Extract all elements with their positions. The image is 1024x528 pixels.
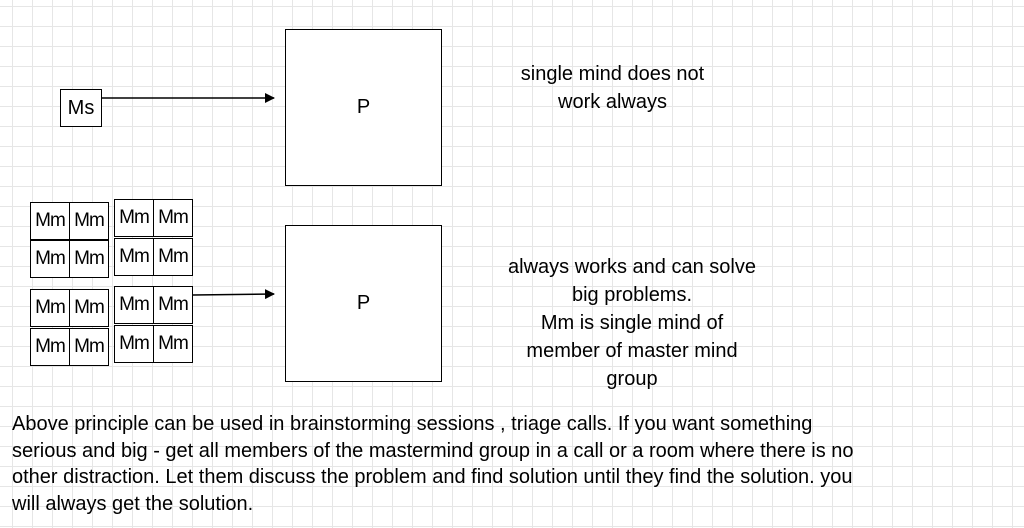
- mastermind-member-box[interactable]: Mm: [153, 199, 193, 237]
- mastermind-member-box[interactable]: Mm: [30, 240, 70, 278]
- mastermind-note: always works and can solve big problems.…: [462, 253, 802, 393]
- problem-bottom-label: P: [356, 292, 371, 314]
- mastermind-member-box[interactable]: Mm: [114, 238, 154, 276]
- single-mind-label: Ms: [67, 96, 95, 119]
- note-line: single mind does not: [520, 63, 705, 85]
- mastermind-member-box[interactable]: Mm: [153, 238, 193, 276]
- mastermind-member-label: Mm: [74, 297, 105, 318]
- mastermind-member-label: Mm: [35, 248, 66, 269]
- problem-top-label: P: [356, 96, 371, 118]
- mastermind-member-label: Mm: [119, 207, 150, 228]
- paragraph-line: serious and big - get all members of the…: [12, 439, 854, 462]
- single-mind-box[interactable]: Ms: [60, 89, 102, 127]
- note-line: big problems.: [571, 284, 693, 306]
- mastermind-member-box[interactable]: Mm: [114, 199, 154, 237]
- arrow-group-to-problem: [192, 289, 275, 300]
- mastermind-member-label: Mm: [74, 336, 105, 357]
- mastermind-member-label: Mm: [35, 297, 66, 318]
- paragraph-line: will always get the solution.: [12, 492, 254, 515]
- mastermind-member-box[interactable]: Mm: [69, 289, 109, 327]
- mastermind-member-label: Mm: [158, 333, 189, 354]
- mastermind-member-box[interactable]: Mm: [114, 286, 154, 324]
- mastermind-member-label: Mm: [35, 210, 66, 231]
- note-line: group: [606, 368, 658, 390]
- mastermind-member-label: Mm: [74, 248, 105, 269]
- note-line: work always: [558, 91, 667, 113]
- mastermind-member-box[interactable]: Mm: [30, 202, 70, 240]
- mastermind-member-label: Mm: [35, 336, 66, 357]
- mastermind-member-label: Mm: [158, 207, 189, 228]
- mastermind-member-box[interactable]: Mm: [114, 325, 154, 363]
- paragraph-line: Above principle can be used in brainstor…: [12, 413, 813, 435]
- mastermind-member-box[interactable]: Mm: [153, 286, 193, 324]
- mastermind-member-label: Mm: [119, 246, 150, 267]
- mastermind-member-box[interactable]: Mm: [153, 325, 193, 363]
- mastermind-member-label: Mm: [158, 246, 189, 267]
- mastermind-member-label: Mm: [74, 210, 105, 231]
- note-line: always works and can solve: [508, 256, 756, 278]
- mastermind-member-label: Mm: [119, 333, 150, 354]
- problem-box-top[interactable]: P: [285, 29, 442, 186]
- mastermind-member-box[interactable]: Mm: [69, 328, 109, 366]
- problem-box-bottom[interactable]: P: [285, 225, 442, 382]
- mastermind-member-box[interactable]: Mm: [69, 202, 109, 240]
- paragraph-line: other distraction. Let them discuss the …: [12, 466, 853, 488]
- mastermind-member-label: Mm: [119, 294, 150, 315]
- single-mind-note: single mind does not work always: [470, 60, 755, 116]
- mastermind-member-box[interactable]: Mm: [69, 240, 109, 278]
- mastermind-member-label: Mm: [158, 294, 189, 315]
- principle-paragraph: Above principle can be used in brainstor…: [12, 411, 1012, 517]
- note-line: Mm is single mind of: [540, 312, 724, 334]
- mastermind-member-box[interactable]: Mm: [30, 289, 70, 327]
- note-line: member of master mind: [526, 340, 738, 362]
- mastermind-member-box[interactable]: Mm: [30, 328, 70, 366]
